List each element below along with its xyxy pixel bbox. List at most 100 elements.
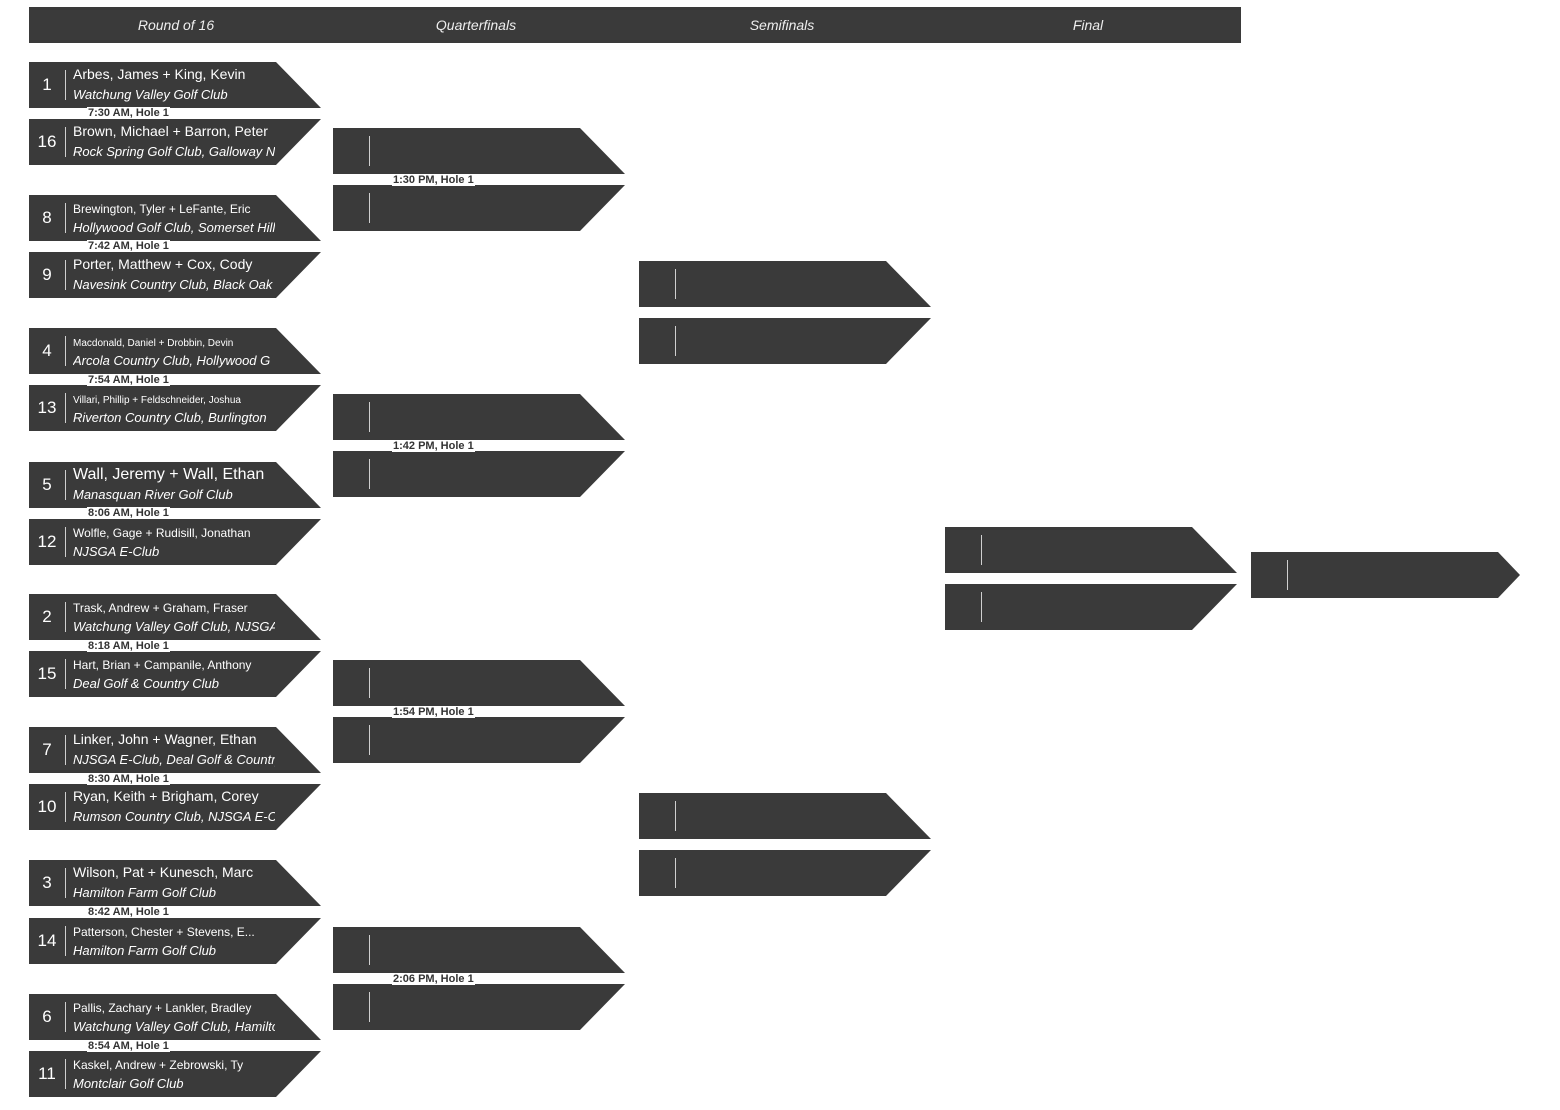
- empty-slot[interactable]: [333, 717, 625, 763]
- team-names: Macdonald, Daniel + Drobbin, Devin: [73, 338, 234, 349]
- slot-divider: [65, 393, 66, 423]
- empty-slot[interactable]: [333, 660, 625, 706]
- empty-slot[interactable]: [639, 261, 931, 307]
- slot-divider: [369, 402, 370, 432]
- seed-number: 9: [42, 265, 52, 284]
- seed-number: 13: [37, 398, 57, 417]
- team-club: Montclair Golf Club: [73, 1076, 184, 1091]
- slot-divider: [675, 326, 676, 356]
- empty-slot[interactable]: [333, 984, 625, 1030]
- slot-divider: [369, 725, 370, 755]
- empty-slot[interactable]: [945, 584, 1237, 630]
- slot-divider: [65, 926, 66, 956]
- empty-slot[interactable]: [945, 527, 1237, 573]
- empty-slot[interactable]: [333, 451, 625, 497]
- slot-divider: [369, 136, 370, 166]
- slot-divider: [675, 858, 676, 888]
- team-names: Hart, Brian + Campanile, Anthony: [73, 658, 252, 672]
- team-names: Porter, Matthew + Cox, Cody: [73, 256, 253, 272]
- empty-slot[interactable]: [333, 185, 625, 231]
- tee-time: 1:30 PM, Hole 1: [392, 174, 475, 186]
- empty-slot[interactable]: [639, 318, 931, 364]
- empty-slot[interactable]: [639, 850, 931, 896]
- round-label-round-of-16: Round of 16: [137, 17, 215, 33]
- slot-divider: [65, 659, 66, 689]
- slot-divider: [65, 602, 66, 632]
- seed-number: 15: [37, 664, 57, 683]
- empty-slot[interactable]: [333, 927, 625, 973]
- team-club: Watchung Valley Golf Club, NJSGA: [73, 619, 275, 634]
- tee-time: 8:42 AM, Hole 1: [87, 906, 170, 918]
- round-label-quarterfinals: Quarterfinals: [435, 17, 517, 33]
- slot-divider: [1287, 560, 1288, 590]
- team-club: Riverton Country Club, Burlington: [73, 410, 267, 425]
- team-club: Hamilton Farm Golf Club: [73, 885, 217, 900]
- slot-divider: [65, 336, 66, 366]
- tee-time: 8:06 AM, Hole 1: [87, 507, 170, 519]
- empty-slot[interactable]: [639, 793, 931, 839]
- empty-slot[interactable]: [333, 394, 625, 440]
- team-club: NJSGA E-Club, Deal Golf & Country: [73, 752, 275, 767]
- empty-slot[interactable]: [333, 128, 625, 174]
- team-club: Deal Golf & Country Club: [73, 676, 219, 691]
- team-names: Pallis, Zachary + Lankler, Bradley: [73, 1001, 252, 1015]
- seed-number: 6: [42, 1007, 52, 1026]
- slot-divider: [65, 260, 66, 290]
- slot-divider: [65, 203, 66, 233]
- tee-time: 8:30 AM, Hole 1: [87, 773, 170, 785]
- round-label-final: Final: [1072, 17, 1104, 33]
- team-names: Kaskel, Andrew + Zebrowski, Ty: [73, 1058, 244, 1072]
- team-club: Watchung Valley Golf Club, Hamilton: [73, 1019, 275, 1034]
- team-club: Hollywood Golf Club, Somerset Hills: [73, 220, 275, 235]
- slot-divider: [369, 935, 370, 965]
- seed-number: 5: [42, 475, 52, 494]
- team-names: Trask, Andrew + Graham, Fraser: [73, 601, 248, 615]
- team-names: Linker, John + Wagner, Ethan: [73, 731, 257, 747]
- team-club: Watchung Valley Golf Club: [73, 87, 228, 102]
- team-names: Wilson, Pat + Kunesch, Marc: [73, 864, 254, 880]
- tee-time: 8:54 AM, Hole 1: [87, 1040, 170, 1052]
- round-label-semifinals: Semifinals: [749, 17, 815, 33]
- tee-time: 7:42 AM, Hole 1: [87, 240, 170, 252]
- slot-divider: [369, 668, 370, 698]
- slot-divider: [65, 868, 66, 898]
- slot-divider: [65, 470, 66, 500]
- tee-time: 1:42 PM, Hole 1: [392, 440, 475, 452]
- rounds-header: Round of 16 Quarterfinals Semifinals Fin…: [29, 7, 1241, 43]
- team-club: Rumson Country Club, NJSGA E-Club: [73, 809, 275, 824]
- slot-divider: [675, 269, 676, 299]
- team-names: Wall, Jeremy + Wall, Ethan: [73, 466, 265, 483]
- seed-number: 8: [42, 208, 52, 227]
- tee-time: 1:54 PM, Hole 1: [392, 706, 475, 718]
- slot-divider: [369, 459, 370, 489]
- team-names: Ryan, Keith + Brigham, Corey: [73, 788, 259, 804]
- seed-number: 7: [42, 740, 52, 759]
- slot-divider: [369, 992, 370, 1022]
- slot-divider: [65, 527, 66, 557]
- team-club: NJSGA E-Club: [73, 544, 160, 559]
- team-names: Brewington, Tyler + LeFante, Eric: [73, 202, 251, 216]
- empty-slot[interactable]: [1251, 552, 1520, 598]
- team-names: Patterson, Chester + Stevens, E...: [73, 925, 255, 939]
- slot-divider: [981, 535, 982, 565]
- tee-time: 8:18 AM, Hole 1: [87, 640, 170, 652]
- seed-number: 4: [42, 341, 52, 360]
- team-club: Hamilton Farm Golf Club: [73, 943, 217, 958]
